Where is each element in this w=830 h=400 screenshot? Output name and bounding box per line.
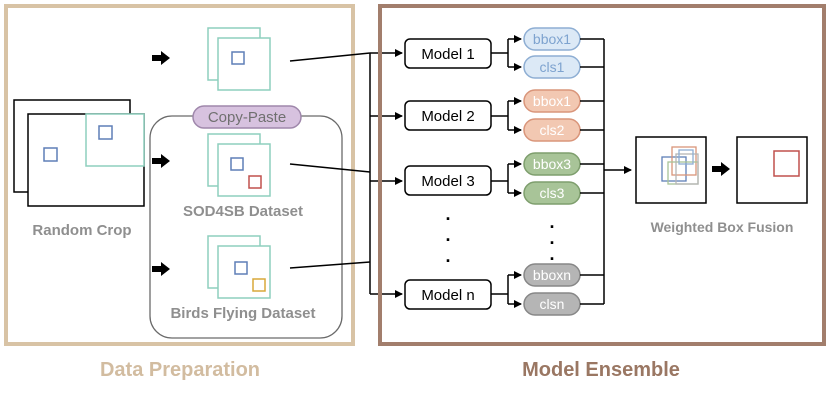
model-label: Model 3 [421,173,474,190]
bbox-output-label: bbox3 [533,156,571,172]
crop-object-box [98,125,113,140]
arrow-icon [152,154,170,168]
cls-output-label: clsn [540,296,565,312]
arrow-icon [712,162,730,176]
crop-region [85,113,145,167]
birds-flying-dataset-stack [207,235,271,299]
bbox-output-label: bboxn [533,267,571,283]
object-box [234,261,248,275]
pasted-object-box [248,175,262,189]
wbf-label: Weighted Box Fusion [651,219,794,235]
frame [736,136,808,204]
pasted-object-box [252,278,266,292]
candidate-box [678,149,694,165]
wbf-output-frame [736,136,808,204]
arrow-icon [152,51,170,65]
frame-front [217,143,271,197]
cropped-dataset-stack [207,27,271,91]
frame [635,136,707,204]
model-label: Model 1 [421,46,474,63]
output-collector [580,38,632,305]
copy-paste-pill [192,105,302,129]
dataset-to-model-connections [289,49,403,298]
candidate-box [675,153,699,185]
random-crop-illustration [13,99,145,207]
candidate-box [661,156,687,182]
random-crop-label: Random Crop [32,222,131,239]
connector-line [289,163,371,173]
model-outputs: bbox1 cls1 bbox1 cls2 bbox3 cls3 bboxn c… [523,27,581,316]
object-box [231,51,245,65]
frame-front [217,245,271,299]
model-label: Model n [421,287,474,304]
outputs-ellipsis: . . . [549,212,554,264]
model-ensemble-title: Model Ensemble [522,359,680,381]
wbf-input-frame [635,136,707,204]
data-preparation-panel: Random Crop Copy-Paste SOD4SB Dataset [4,4,355,346]
models-ellipsis: . . . [445,204,450,266]
fused-box [773,150,800,177]
data-preparation-border [4,4,355,346]
model-boxes: Model 1 Model 2 Model 3 Model n [404,38,492,310]
sod4sb-dataset-label: SOD4SB Dataset [183,203,303,220]
ellipsis-dot: . [549,212,554,232]
sod4sb-dataset-stack [207,133,271,197]
bbox-output-label: bbox1 [533,93,571,109]
cls-output-label: cls3 [540,185,565,201]
cls-output-label: cls1 [540,59,565,75]
ellipsis-dot: . [445,246,450,266]
cls-output-label: cls2 [540,122,565,138]
ellipsis-dot: . [445,225,450,245]
copy-paste-label: Copy-Paste [208,109,286,126]
ellipsis-dot: . [445,204,450,224]
bbox-output-label: bbox1 [533,31,571,47]
ellipsis-dot: . [549,228,554,248]
data-preparation-title: Data Preparation [100,359,260,381]
connector-line [289,52,371,62]
input-arrows [152,51,170,276]
scene-object-box [43,147,58,162]
birds-flying-dataset-label: Birds Flying Dataset [170,305,315,322]
model-label: Model 2 [421,108,474,125]
ellipsis-dot: . [549,244,554,264]
model-ensemble-border [378,4,826,346]
connector-line [289,261,371,269]
object-box [230,157,244,171]
arrow-icon [152,262,170,276]
candidate-box [671,146,697,176]
model-to-output-connections [491,35,522,308]
